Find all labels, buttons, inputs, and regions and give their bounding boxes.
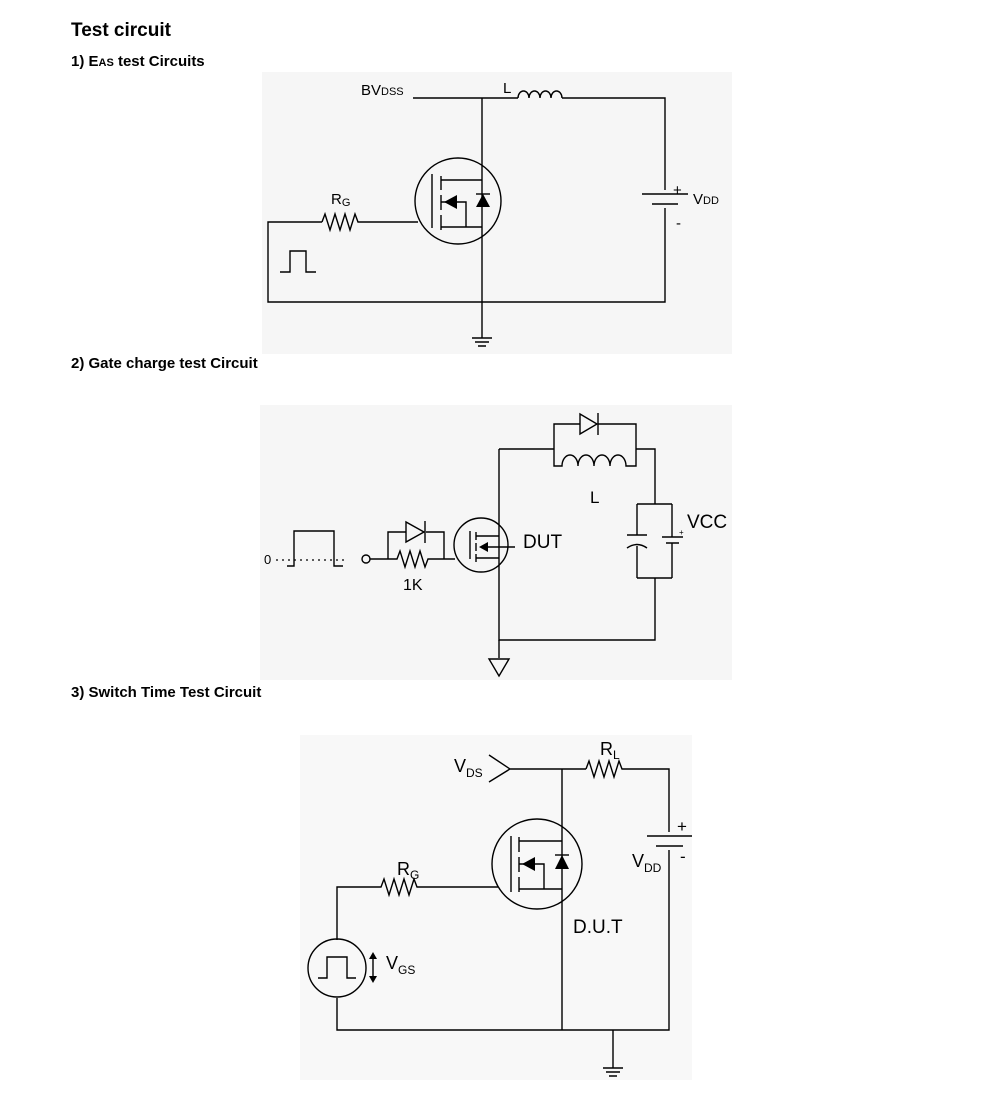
wire-to-vcc <box>636 448 656 504</box>
inductor-2-label: L <box>590 488 599 507</box>
body-diode-1-symbol <box>476 194 490 207</box>
vcc-branch-wires <box>636 503 673 579</box>
rg-label: RG <box>331 191 350 209</box>
vds-label: VDS <box>454 756 483 780</box>
wire-main-loop <box>498 448 656 641</box>
dut-label: DUT <box>523 532 562 553</box>
resistor-rg-3-symbol <box>336 876 498 940</box>
vdd-battery-symbol <box>642 193 688 205</box>
resistor-1k-label: 1K <box>403 577 423 594</box>
body-diode-3-symbol <box>555 855 569 869</box>
vds-terminal <box>488 754 586 783</box>
section-1-subscript: AS <box>98 57 114 69</box>
vcc-battery-symbol <box>662 536 683 544</box>
ground-2-symbol <box>487 640 511 678</box>
section-1-suffix: test Circuits <box>113 53 205 70</box>
diode-branch-wires <box>387 531 445 559</box>
mosfet-3-arrow <box>522 857 535 871</box>
page-title: Test circuit <box>71 20 171 41</box>
vdd-3-minus-label: - <box>680 847 686 866</box>
wire-bottom-loop <box>336 850 670 1031</box>
wire-loop <box>267 208 666 303</box>
rg-3-label: RG <box>397 859 419 882</box>
section-1-prefix: 1) E <box>71 53 99 70</box>
pulse-source-waveform <box>318 956 356 979</box>
section-2-heading: 2) Gate charge test Circuit <box>71 355 258 372</box>
vcc-plus-label: + <box>679 528 684 537</box>
mosfet-1-arrow <box>444 195 457 209</box>
vgs-label: VGS <box>386 953 415 977</box>
section-3-heading: 3) Switch Time Test Circuit <box>71 684 262 701</box>
gate-pulse-2-symbol <box>287 530 343 567</box>
inductor-l-symbol <box>517 90 563 99</box>
ground-1-symbol <box>472 337 492 347</box>
vcc-label: VCC <box>687 512 727 533</box>
section-1-heading: 1) EAS test Circuits <box>71 53 205 70</box>
vdd-3-plus-label: + <box>677 817 687 836</box>
gate-diode-body <box>405 520 426 544</box>
resistor-rg-symbol <box>321 211 418 233</box>
wire-top-right <box>562 97 666 190</box>
freewheel-diode-body <box>579 412 599 436</box>
vgs-arrow-head-top <box>369 952 377 959</box>
vdd-plus-label: + <box>673 182 682 199</box>
gate-charge-test-circuit: 0 L 1K DUT VCC + <box>260 405 732 680</box>
mosfet-2-circle <box>453 517 509 573</box>
circuit-1-background <box>262 72 732 354</box>
mosfet-1-circle <box>414 157 502 245</box>
resistor-1k-symbol <box>388 548 455 570</box>
vdd-3-label: VDD <box>632 851 662 875</box>
zero-label: 0 <box>264 552 271 567</box>
capacitor-plate-bottom <box>626 543 648 549</box>
dut-3-label: D.U.T <box>573 917 623 938</box>
inductor-2-symbol <box>553 449 637 467</box>
vdd-label: VDD <box>693 191 719 208</box>
eas-test-circuit: BVDSS L RG + VDD - <box>262 72 732 354</box>
resistor-rl-symbol <box>585 758 670 832</box>
inductor-label: L <box>503 80 511 97</box>
ground-3-symbol <box>603 1030 623 1077</box>
vdd-minus-label: - <box>676 215 681 232</box>
mosfet-2-arrow <box>479 542 488 552</box>
bvdss-label: BVDSS <box>361 82 404 99</box>
rl-label: RL <box>600 739 620 762</box>
mosfet-3-circle <box>491 818 583 910</box>
gate-pulse-symbol <box>280 250 316 273</box>
circuit-3-background <box>300 735 692 1080</box>
pulse-source-circle <box>307 938 367 998</box>
circuit-2-background <box>260 405 732 680</box>
vdd-3-battery-symbol <box>647 835 692 847</box>
vgs-arrow-head-bottom <box>369 976 377 983</box>
switch-time-test-circuit: VDS RL RG VGS VDD + - D.U.T <box>300 735 692 1080</box>
freewheel-diode-wires <box>553 423 637 449</box>
